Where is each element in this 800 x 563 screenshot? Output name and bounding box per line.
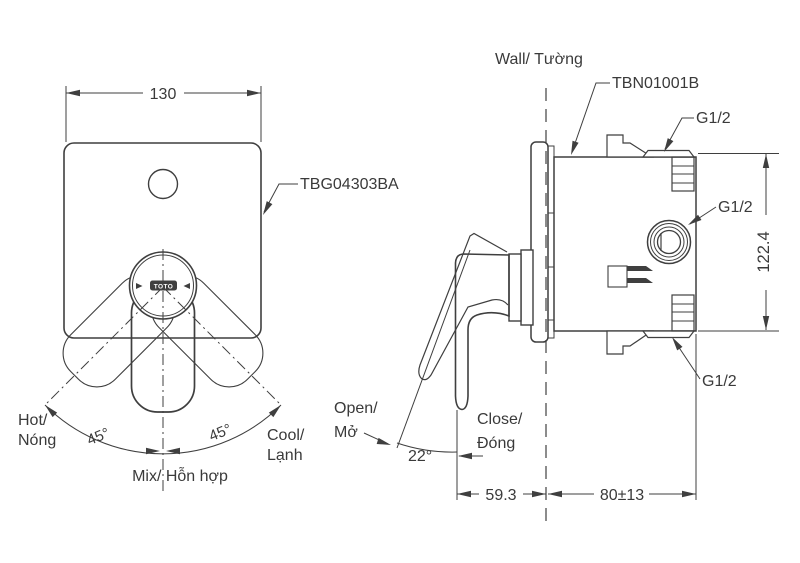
close-label-line1: Close/: [477, 411, 523, 428]
thread-mid-label: G1/2: [718, 199, 753, 216]
logo-right-tick-icon: [183, 283, 190, 289]
outlet-brackets: [607, 265, 653, 288]
lever-closed: [454, 253, 510, 411]
angle-right-label: 45°: [207, 421, 234, 445]
hub-ring-outer: [520, 249, 534, 326]
thread-callout-top: G1/2: [661, 110, 731, 154]
fitting-bottom: [641, 294, 696, 339]
open-label-line2: Mở: [334, 424, 358, 441]
close-label-line2: Đóng: [477, 435, 515, 452]
thread-callout-mid: G1/2: [686, 199, 753, 228]
side-part-callout: TBN01001B: [567, 75, 699, 157]
dimension-width-130: 130: [65, 86, 262, 142]
side-part-number: TBN01001B: [612, 75, 699, 92]
dim-wall-text: 80±13: [600, 487, 644, 504]
side-view: 22° Open/ Mở Close/ Đóng Wall/ Tường TBN…: [334, 51, 779, 527]
angle-open-label: 22°: [408, 448, 432, 465]
centerline-45-left: [44, 286, 164, 406]
wall-label: Wall/ Tường: [495, 51, 583, 68]
lever-open-outline: [418, 232, 509, 381]
mix-label: Mix/ Hỗn hợp: [132, 466, 228, 485]
cool-label-line1: Cool/: [267, 427, 305, 444]
front-view: 130 TOTO Hot: [18, 86, 399, 492]
thread-top-label: G1/2: [696, 110, 731, 127]
angle-left-label: 45°: [85, 425, 112, 449]
dim-height-text: 122.4: [755, 231, 773, 272]
hub-ring-inner: [508, 253, 522, 322]
swing-arc: [42, 402, 284, 455]
hot-label-line2: Nóng: [18, 432, 56, 449]
open-label-line1: Open/: [334, 400, 378, 417]
dimension-depths: 59.3 80±13: [457, 334, 697, 504]
fitting-top: [641, 149, 696, 192]
hot-label-line1: Hot/: [18, 412, 48, 429]
front-part-number: TBG04303BA: [300, 176, 399, 193]
toto-logo-text: TOTO: [154, 284, 173, 291]
cool-label-line2: Lạnh: [267, 447, 303, 464]
centerline-45-right: [162, 286, 282, 406]
trim-plate-back: [547, 145, 555, 339]
front-part-callout: TBG04303BA: [260, 176, 399, 217]
dim-width-text: 130: [150, 86, 177, 103]
dim-front-text: 59.3: [485, 487, 516, 504]
diverter-button: [147, 168, 179, 200]
thread-bottom-label: G1/2: [702, 373, 737, 390]
thread-callout-bottom: G1/2: [669, 335, 737, 390]
angle-22: 22°: [363, 410, 483, 500]
dimension-height-122: 122.4: [698, 153, 779, 332]
toto-logo: TOTO: [136, 280, 190, 291]
logo-left-tick-icon: [136, 283, 143, 289]
port-side: [646, 219, 692, 265]
open-axis-line: [396, 249, 471, 449]
